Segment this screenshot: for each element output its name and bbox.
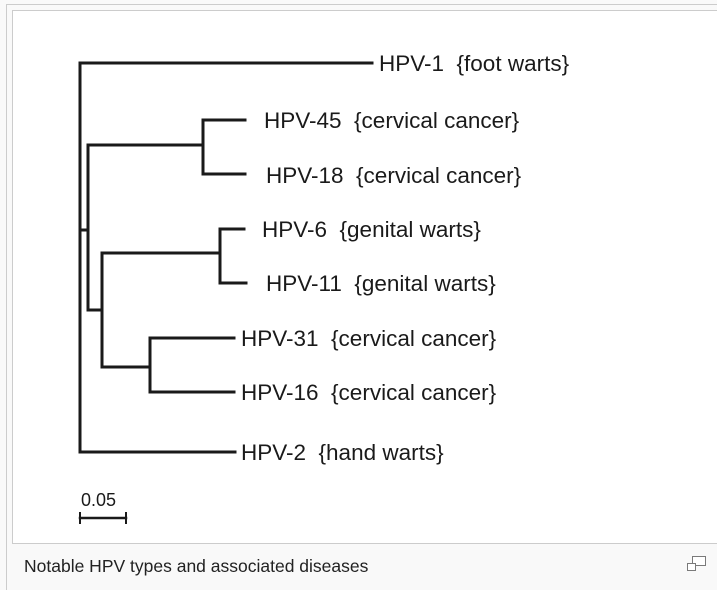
scale-bar-label: 0.05 [81,490,116,510]
figure-caption: Notable HPV types and associated disease… [24,556,369,576]
leaf-label-hpv-18: HPV-18 {cervical cancer} [266,163,522,188]
magnify-clip-icon[interactable] [686,555,708,575]
leaf-label-hpv-45: HPV-45 {cervical cancer} [264,108,520,133]
leaf-label-hpv-11: HPV-11 {genital warts} [266,271,496,296]
leaf-label-hpv-2: HPV-2 {hand warts} [241,440,444,465]
leaf-label-hpv-6: HPV-6 {genital warts} [262,217,481,242]
leaf-label-hpv-1: HPV-1 {foot warts} [379,51,570,76]
leaf-label-hpv-31: HPV-31 {cervical cancer} [241,326,497,351]
figure-image-frame[interactable] [12,10,717,544]
leaf-label-hpv-16: HPV-16 {cervical cancer} [241,380,497,405]
